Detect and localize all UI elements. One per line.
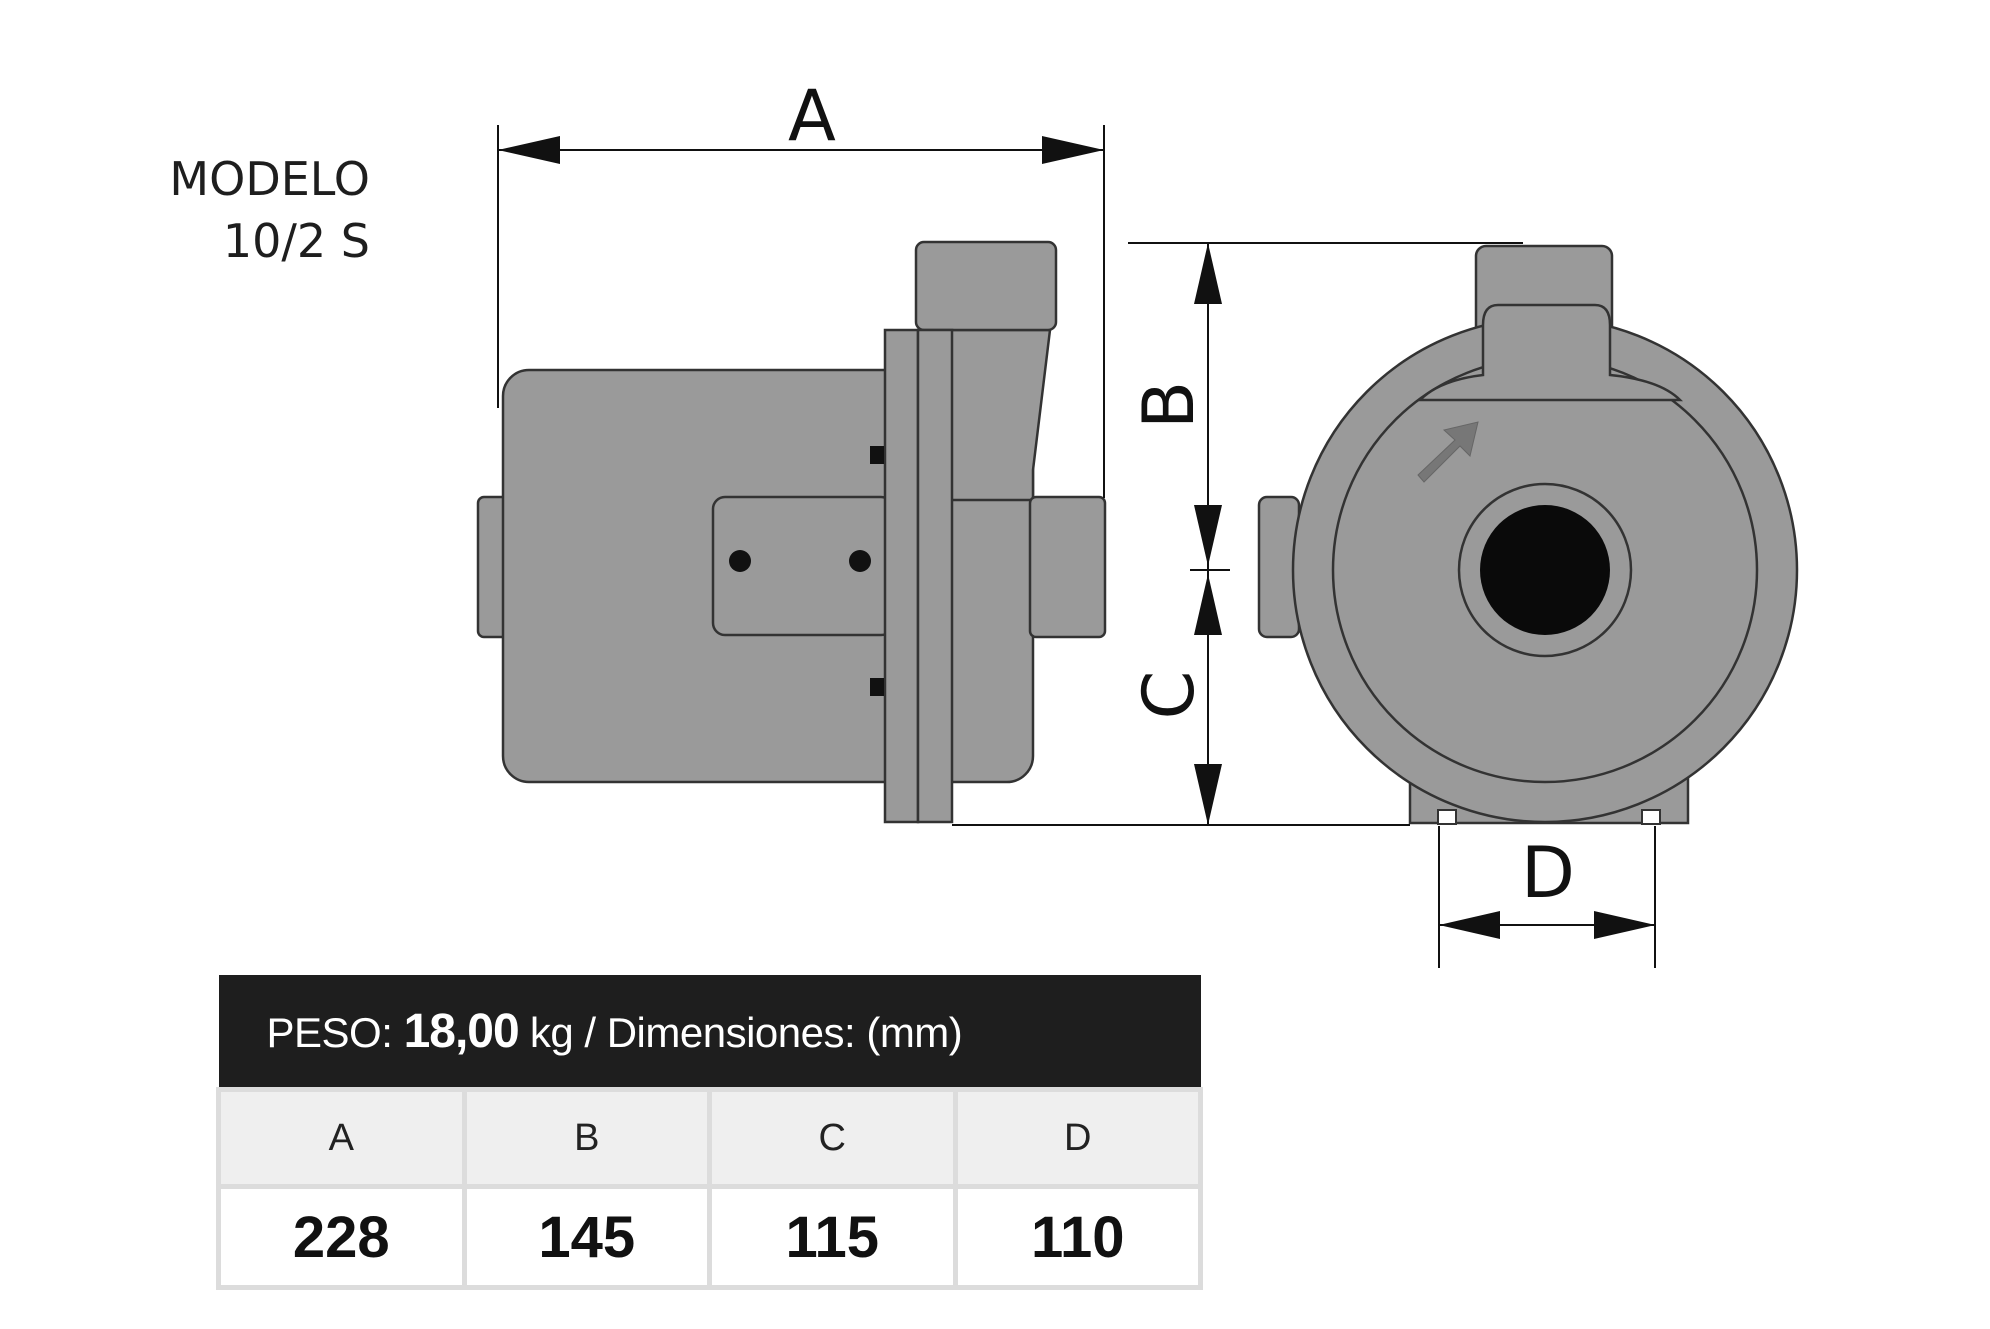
foot-notches xyxy=(1437,809,1661,825)
dimension-label-d: D xyxy=(1521,832,1575,914)
suction-inlet xyxy=(1028,495,1107,639)
weight-value: 18,00 xyxy=(403,1004,520,1058)
outlet-top xyxy=(914,240,1058,332)
arrow-c-bottom-icon xyxy=(1194,764,1222,825)
value-d: 110 xyxy=(952,1184,1203,1290)
value-row: 228 145 115 110 xyxy=(216,1184,1203,1290)
front-outlet-neck xyxy=(1416,303,1684,402)
flange-plate-outer xyxy=(883,328,920,824)
bolt-left xyxy=(729,550,751,572)
spec-header-row: PESO: 18,00 kg / Dimensiones: (mm) xyxy=(218,975,1201,1090)
value-a: 228 xyxy=(216,1184,467,1290)
flange-plate-inner xyxy=(916,328,954,824)
arrow-b-top-icon xyxy=(1194,243,1222,304)
arrow-c-top-icon xyxy=(1194,574,1222,635)
value-c: 115 xyxy=(707,1184,958,1290)
spec-header: PESO: 18,00 kg / Dimensiones: (mm) xyxy=(218,975,1201,1090)
dimension-arrows xyxy=(498,136,1655,939)
dimension-label-c: C xyxy=(1128,671,1210,720)
dimension-label-b: B xyxy=(1128,381,1210,429)
arrow-b-bottom-icon xyxy=(1194,505,1222,566)
rotation-arrow-icon xyxy=(1417,421,1479,483)
arrow-d-left-icon xyxy=(1439,911,1500,939)
spec-table: PESO: 18,00 kg / Dimensiones: (mm) A B C… xyxy=(216,975,1203,1290)
model-label: MODELO xyxy=(169,152,370,206)
mount-tab-bottom xyxy=(870,678,884,696)
value-b: 145 xyxy=(461,1184,712,1290)
dimension-lines xyxy=(497,125,1656,968)
arrow-a-right-icon xyxy=(1042,136,1104,164)
column-header-a: A xyxy=(216,1087,467,1189)
column-header-b: B xyxy=(461,1087,712,1189)
pump-side-view xyxy=(476,240,1107,824)
column-header-row: A B C D xyxy=(216,1087,1203,1189)
arrow-a-left-icon xyxy=(498,136,560,164)
arrow-d-right-icon xyxy=(1594,911,1655,939)
inlet-bore xyxy=(1480,505,1610,635)
model-code: 10/2 S xyxy=(223,214,370,268)
foot-notch-left xyxy=(1437,809,1457,825)
dimension-label-a: A xyxy=(788,75,836,157)
column-header-d: D xyxy=(952,1087,1203,1189)
mount-tab-top xyxy=(870,446,884,464)
weight-suffix: kg / Dimensiones: (mm) xyxy=(529,1008,963,1056)
foot-notch-right xyxy=(1641,809,1661,825)
side-view-details xyxy=(729,446,884,696)
bolt-right xyxy=(849,550,871,572)
weight-label: PESO: xyxy=(266,1008,393,1056)
column-header-c: C xyxy=(707,1087,958,1189)
